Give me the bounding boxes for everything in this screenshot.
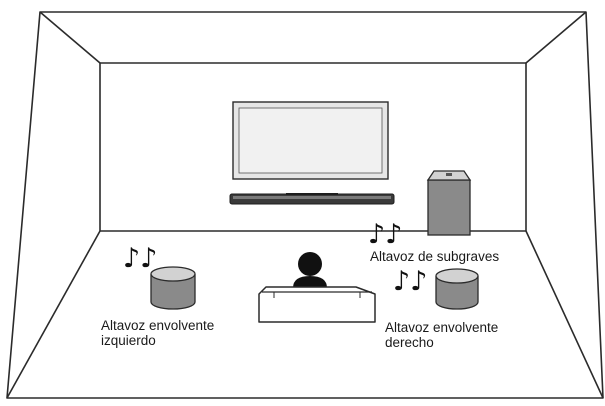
- soundbar-top-edge: [286, 193, 338, 195]
- soundbar-highlight: [233, 196, 391, 199]
- subwoofer-body: [427, 179, 471, 236]
- tv: [232, 101, 389, 180]
- music-notes-icon: ♪♪: [368, 219, 402, 250]
- subwoofer-port: [446, 173, 452, 176]
- room-outer-frame: [6, 11, 604, 399]
- surround-right-body: [435, 276, 479, 310]
- surround-left-body: [150, 274, 196, 310]
- listener-on-sofa: [258, 252, 376, 323]
- surround-right-label-line1: Altavoz envolvente: [385, 320, 499, 335]
- surround-left-label-line1: Altavoz envolvente: [101, 318, 215, 333]
- room-outline: [6, 11, 604, 399]
- surround-right-label-line2: derecho: [385, 335, 434, 350]
- subwoofer: [426, 170, 472, 236]
- music-notes-icon: ♪♪: [393, 266, 427, 297]
- surround-left-label-line2: izquierdo: [101, 333, 156, 348]
- subwoofer-label: Altavoz de subgraves: [370, 249, 500, 264]
- surround-speaker-left: [150, 266, 196, 310]
- soundbar: [229, 193, 395, 205]
- surround-right-top: [435, 268, 479, 284]
- surround-right-label: Altavoz envolvente derecho: [385, 320, 498, 350]
- person-shoulders: [293, 276, 327, 288]
- surround-left-label: Altavoz envolvente izquierdo: [101, 318, 214, 348]
- ceiling-edge-left: [39, 11, 101, 64]
- floor-edge-left: [6, 230, 101, 399]
- sofa-body: [258, 286, 376, 323]
- music-notes-icon: ♪♪: [123, 243, 157, 274]
- ceiling-edge-right: [525, 11, 587, 64]
- person-head: [298, 252, 322, 276]
- surround-left-top: [150, 266, 196, 282]
- tv-screen: [238, 107, 383, 174]
- floor-edge-right: [525, 230, 604, 399]
- surround-speaker-right: [435, 268, 479, 310]
